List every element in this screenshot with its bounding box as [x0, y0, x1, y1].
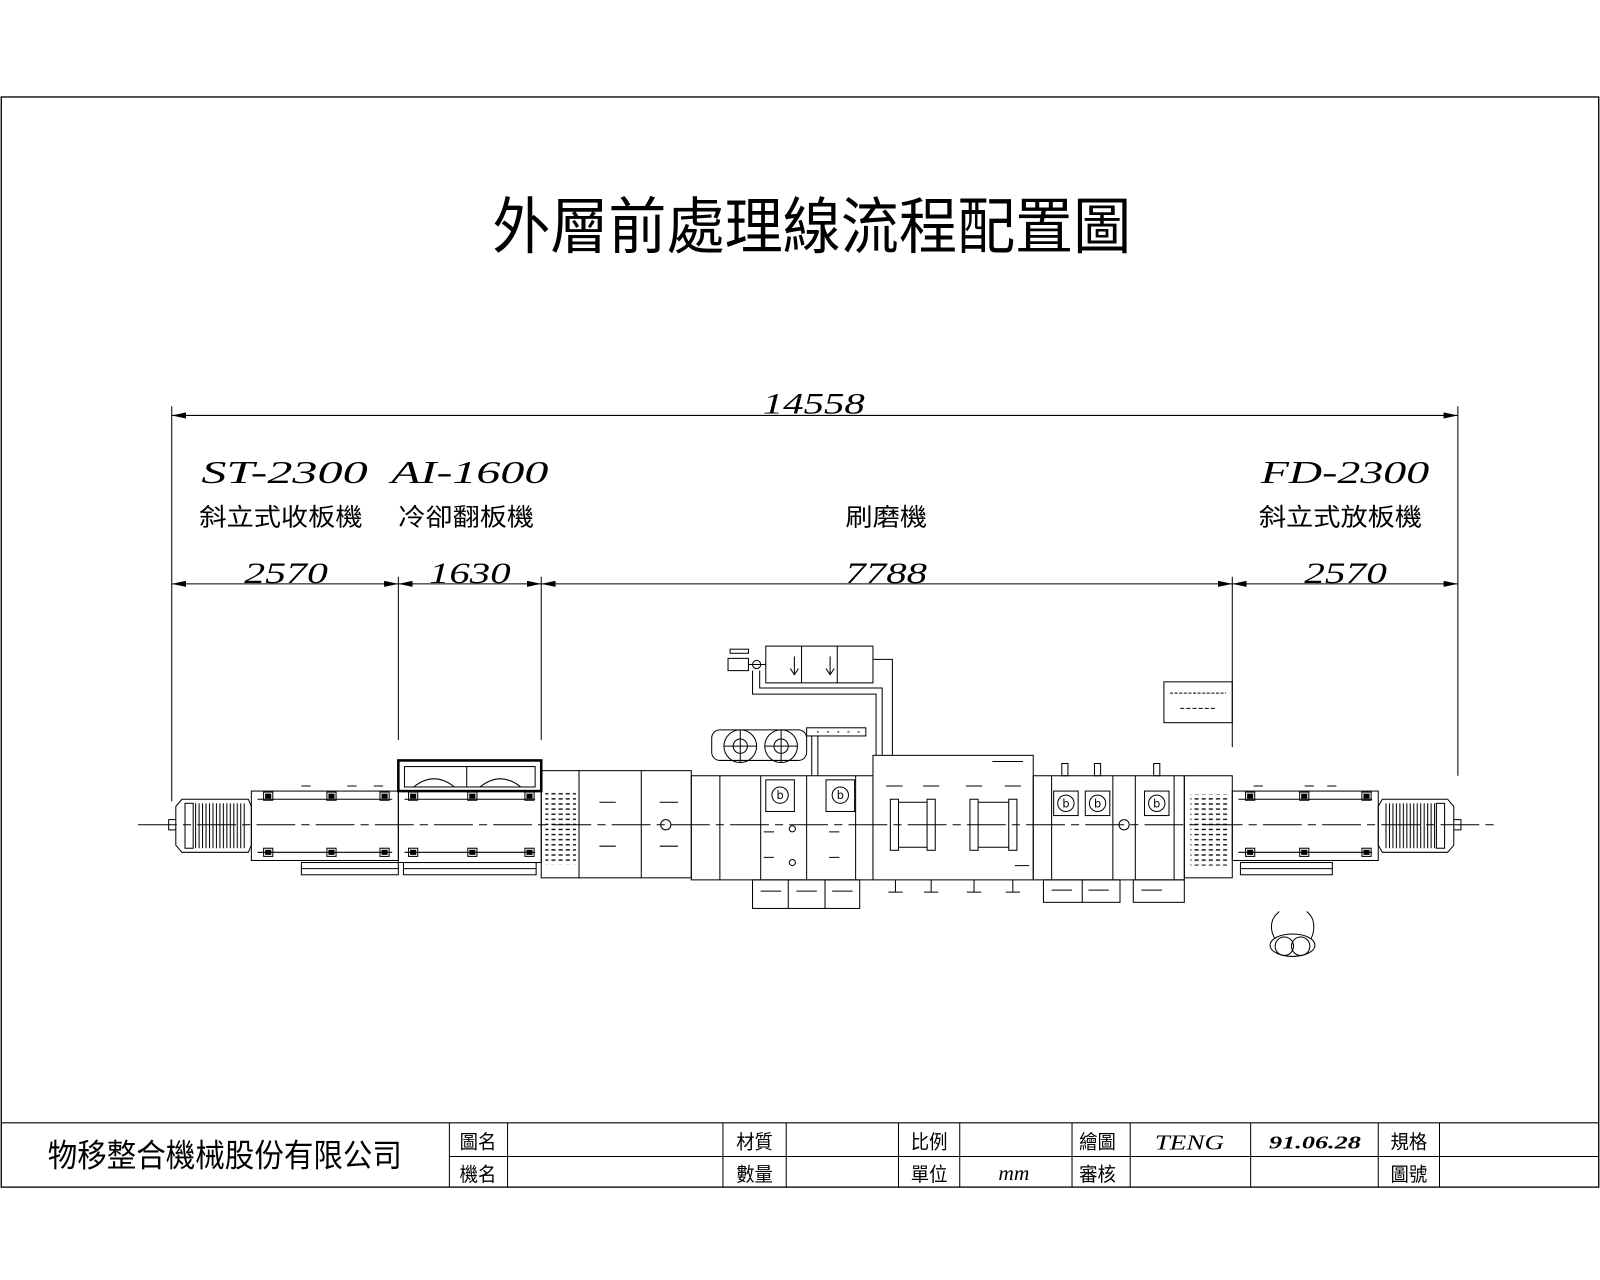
- motor-symbol: [771, 786, 789, 804]
- lower-tanks: [752, 879, 1185, 909]
- station-model-ai: AI-1600: [388, 455, 548, 490]
- pump-assembly: [711, 727, 867, 776]
- ai-1600-unit: [397, 759, 543, 876]
- station-name-st: 斜立式收板機: [199, 503, 362, 532]
- st-roller-hatch: [194, 803, 246, 849]
- machine-feet: [888, 879, 1020, 893]
- segment-label-st: 2570: [244, 558, 328, 590]
- brush-roller: [926, 798, 936, 851]
- fd-2300-unit: [1231, 785, 1462, 876]
- motor-box: [1053, 790, 1079, 817]
- segment-label-fd: 2570: [1304, 558, 1387, 590]
- brush-roller: [1008, 798, 1018, 851]
- motor-box: [825, 779, 856, 812]
- station-name-fd: 斜立式放板機: [1259, 503, 1422, 532]
- fd-end-roller-frame: [1377, 798, 1455, 853]
- st-2300-unit: [168, 785, 399, 876]
- brush-roller: [969, 798, 979, 851]
- unit-label: 單位: [911, 1163, 948, 1186]
- brush-roller: [889, 798, 900, 851]
- motor-marker: b: [1062, 797, 1069, 810]
- segment-label-brush: 7788: [845, 558, 927, 590]
- unit-value: mm: [998, 1161, 1029, 1185]
- spec-label: 規格: [1390, 1130, 1427, 1153]
- title-block: [1, 1122, 1599, 1188]
- drawn-by-value: TENG: [1155, 1130, 1225, 1154]
- st-body: [250, 790, 399, 861]
- segment-label-ai: 1630: [429, 558, 511, 590]
- motor-marker: b: [837, 789, 844, 802]
- chemical-tank: [727, 645, 893, 756]
- motor-marker: b: [1153, 797, 1160, 810]
- pipe: [752, 658, 893, 756]
- station-model-fd: FD-2300: [1259, 455, 1429, 490]
- motor-marker: b: [777, 789, 784, 802]
- station-model-st: ST-2300: [201, 455, 368, 490]
- motor-box: [1143, 790, 1170, 817]
- motor-symbol: [1057, 794, 1075, 812]
- station-name-ai: 冷卻翻板機: [398, 503, 534, 532]
- machine-name-label: 機名: [460, 1163, 497, 1186]
- overall-dimension: [171, 406, 1459, 802]
- motor-box: [765, 779, 795, 812]
- valve: [727, 657, 749, 672]
- motor-symbol: [1088, 794, 1107, 812]
- drawing-date: 91.06.28: [1269, 1132, 1361, 1152]
- motor-symbol: [1148, 794, 1166, 812]
- segment-dimensions: [171, 576, 1458, 748]
- fd-roller-hatch: [1384, 803, 1436, 849]
- motor-box: [1084, 790, 1111, 817]
- control-panel-label-box: [1163, 681, 1233, 724]
- material-label: 材質: [736, 1130, 773, 1153]
- drawn-by-label: 繪圖: [1079, 1130, 1116, 1153]
- drawing-number-label: 圖號: [1390, 1163, 1427, 1186]
- quantity-label: 數量: [736, 1163, 773, 1186]
- drawing-name-label: 圖名: [460, 1130, 497, 1153]
- checked-by-label: 審核: [1079, 1163, 1116, 1186]
- brushing-machine: b b: [540, 645, 1233, 909]
- drawing-title: 外層前處理線流程配置圖: [492, 192, 1131, 263]
- scale-label: 比例: [911, 1130, 948, 1153]
- motor-marker: b: [1094, 797, 1101, 810]
- overall-length-label: 14558: [763, 388, 865, 420]
- motor-symbol: [831, 786, 849, 804]
- drawing-border: [0, 96, 1600, 1188]
- station-name-brush: 刷磨機: [845, 503, 927, 532]
- operator-figure-icon: [1269, 911, 1316, 957]
- company-name: 物移整合機械股份有限公司: [48, 1139, 402, 1175]
